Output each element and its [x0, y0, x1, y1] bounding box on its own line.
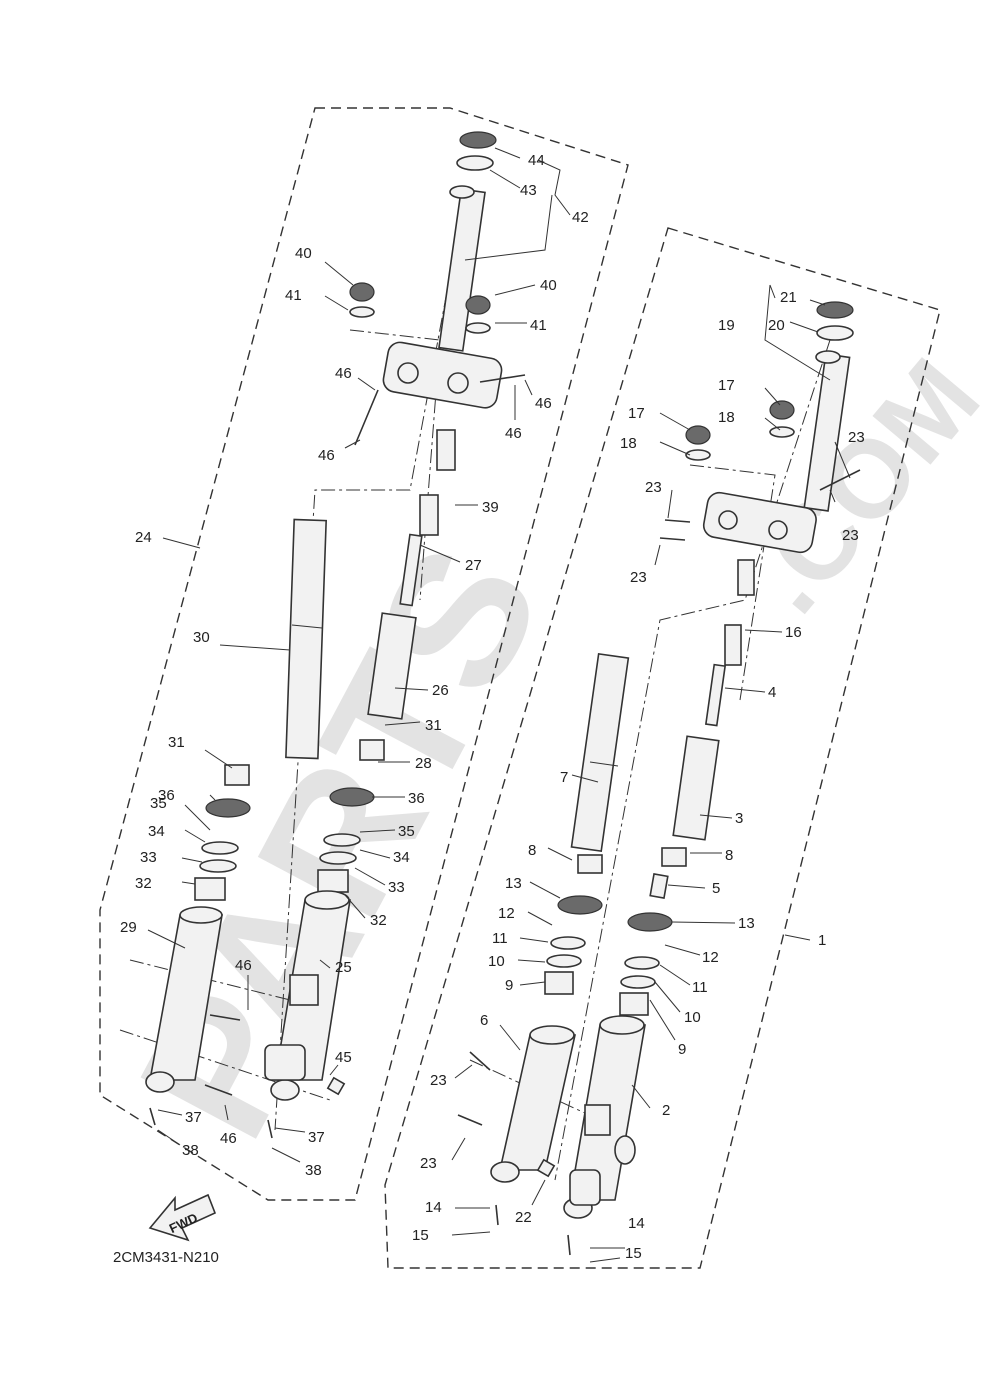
axis-lines — [119, 194, 831, 1181]
left-bracket-icon — [382, 341, 503, 409]
callout-32: 32 — [135, 875, 152, 892]
callout-36: 36 — [158, 787, 175, 804]
callout-42: 42 — [572, 209, 589, 226]
callout-33: 33 — [140, 849, 157, 866]
left-fork-assembly-boundary — [99, 107, 629, 1201]
callout-30: 30 — [193, 629, 210, 646]
callout-29: 29 — [120, 919, 137, 936]
callout-12b: 12 — [702, 949, 719, 966]
callout-23e: 23 — [430, 1072, 447, 1089]
callout-5: 5 — [712, 880, 720, 897]
callout-3: 3 — [735, 810, 743, 827]
callout-14: 14 — [425, 1199, 442, 1216]
callout-46e: 46 — [235, 957, 252, 974]
callout-10b: 10 — [684, 1009, 701, 1026]
callout-39: 39 — [482, 499, 499, 516]
callout-12: 12 — [498, 905, 515, 922]
callout-31: 31 — [168, 734, 185, 751]
callout-15b: 15 — [625, 1245, 642, 1262]
callout-46b: 46 — [535, 395, 552, 412]
callout-13b: 13 — [738, 915, 755, 932]
callout-23d: 23 — [630, 569, 647, 586]
callout-18: 18 — [718, 409, 735, 426]
callout-46: 46 — [335, 365, 352, 382]
right-fork-parts — [457, 301, 861, 1256]
callout-37: 37 — [185, 1109, 202, 1126]
callout-18b: 18 — [620, 435, 637, 452]
callout-14b: 14 — [628, 1215, 645, 1232]
callout-38: 38 — [182, 1142, 199, 1159]
callout-41: 41 — [285, 287, 302, 304]
callout-41b: 41 — [530, 317, 547, 334]
callout-10: 10 — [488, 953, 505, 970]
right-fork-assembly-boundary — [384, 227, 941, 1269]
damper-rod-icon — [399, 533, 423, 607]
callout-15: 15 — [412, 1227, 429, 1244]
callout-6: 6 — [480, 1012, 488, 1029]
leader-lines — [147, 147, 851, 1263]
callout-11b: 11 — [692, 979, 708, 996]
watermark-suffix: .COM — [724, 336, 1000, 635]
callout-19: 19 — [718, 317, 735, 334]
callout-32b: 32 — [370, 912, 387, 929]
callout-17: 17 — [718, 377, 735, 394]
callout-8b: 8 — [725, 847, 733, 864]
callout-28: 28 — [415, 755, 432, 772]
callout-35: 35 — [150, 795, 167, 812]
callout-37b: 37 — [308, 1129, 325, 1146]
callout-7: 7 — [560, 769, 568, 786]
callout-23b: 23 — [645, 479, 662, 496]
callout-9: 9 — [505, 977, 513, 994]
callout-11: 11 — [492, 930, 508, 947]
callout-46d: 46 — [318, 447, 335, 464]
callout-40b: 40 — [540, 277, 557, 294]
callout-43: 43 — [520, 182, 537, 199]
callout-23f: 23 — [420, 1155, 437, 1172]
callout-17b: 17 — [628, 405, 645, 422]
callout-45: 45 — [335, 1049, 352, 1066]
callout-35b: 35 — [398, 823, 415, 840]
callout-9b: 9 — [678, 1041, 686, 1058]
inner-tube-icon — [285, 518, 328, 760]
callout-21: 21 — [780, 289, 797, 306]
cap-bolt-icon — [349, 282, 375, 302]
callout-1: 1 — [818, 932, 826, 949]
seal-icon — [459, 131, 497, 149]
callout-38b: 38 — [305, 1162, 322, 1179]
callout-40: 40 — [295, 245, 312, 262]
callout-34b: 34 — [393, 849, 410, 866]
callout-22: 22 — [515, 1209, 532, 1226]
callout-23c: 23 — [842, 527, 859, 544]
callout-34: 34 — [148, 823, 165, 840]
callout-4: 4 — [768, 684, 776, 701]
callout-25: 25 — [335, 959, 352, 976]
callout-33b: 33 — [388, 879, 405, 896]
left-fork-parts — [145, 131, 526, 1139]
callout-46c: 46 — [505, 425, 522, 442]
callout-36b: 36 — [408, 790, 425, 807]
callout-31b: 31 — [425, 717, 442, 734]
callout-8: 8 — [528, 842, 536, 859]
callout-labels: 44 43 42 40 41 40 41 46 46 46 46 39 24 2… — [120, 152, 865, 1262]
forward-direction-arrow: FWD — [148, 1193, 217, 1242]
callout-26: 26 — [432, 682, 449, 699]
callout-46f: 46 — [220, 1130, 237, 1147]
callout-24: 24 — [135, 529, 152, 546]
callout-20: 20 — [768, 317, 785, 334]
callout-27: 27 — [465, 557, 482, 574]
callout-16: 16 — [785, 624, 802, 641]
diagram-code: 2CM3431-N210 — [113, 1249, 219, 1266]
callout-23: 23 — [848, 429, 865, 446]
spring-icon — [436, 429, 456, 471]
callout-2: 2 — [662, 1102, 670, 1119]
callout-13: 13 — [505, 875, 522, 892]
callout-44: 44 — [528, 152, 545, 169]
